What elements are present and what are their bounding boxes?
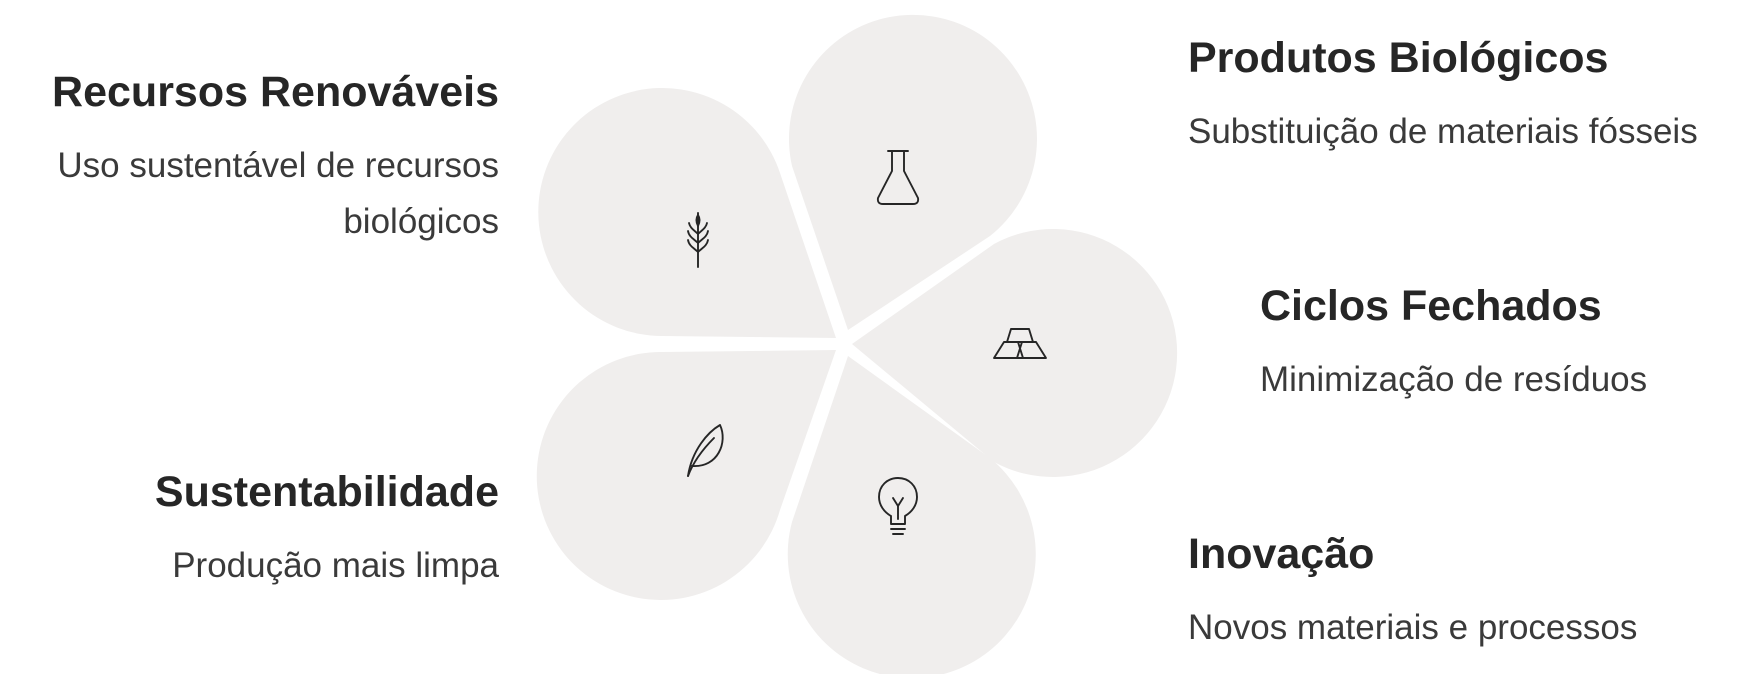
- item-title: Produtos Biológicos: [1188, 34, 1609, 82]
- item-description: Substituição de materiais fósseis: [1188, 112, 1698, 151]
- item-title: Inovação: [1188, 530, 1375, 578]
- item-description: Novos materiais e processos: [1188, 608, 1638, 647]
- petal-inovacao: [787, 356, 1036, 674]
- item-description: Produção mais limpa: [172, 546, 499, 585]
- item-recursos-renovaveis: Recursos Renováveis Uso sustentável de r…: [0, 66, 499, 250]
- item-description: Uso sustentável de recursos biológicos: [57, 146, 499, 241]
- item-description: Minimização de resíduos: [1260, 360, 1648, 399]
- item-ciclos-fechados: Ciclos Fechados Minimização de resíduos: [1260, 280, 1740, 408]
- petal-produtos-biologicos: [788, 14, 1037, 330]
- petal-ciclos-fechados: [852, 228, 1178, 477]
- petal-recursos-renovaveis: [538, 88, 836, 339]
- leaf-icon: [687, 424, 724, 477]
- gold-bars-icon: [993, 328, 1047, 359]
- item-produtos-biologicos: Produtos Biológicos Substituição de mate…: [1188, 32, 1758, 160]
- item-sustentabilidade: Sustentabilidade Produção mais limpa: [0, 466, 499, 594]
- item-title: Sustentabilidade: [154, 468, 499, 516]
- item-inovacao: Inovação Novos materiais e processos: [1188, 528, 1728, 656]
- lightbulb-icon: [878, 477, 918, 535]
- flask-icon: [876, 150, 920, 205]
- petal-sustentabilidade: [536, 350, 836, 600]
- wheat-icon: [687, 212, 709, 268]
- item-title: Ciclos Fechados: [1260, 282, 1602, 330]
- item-title: Recursos Renováveis: [52, 68, 499, 116]
